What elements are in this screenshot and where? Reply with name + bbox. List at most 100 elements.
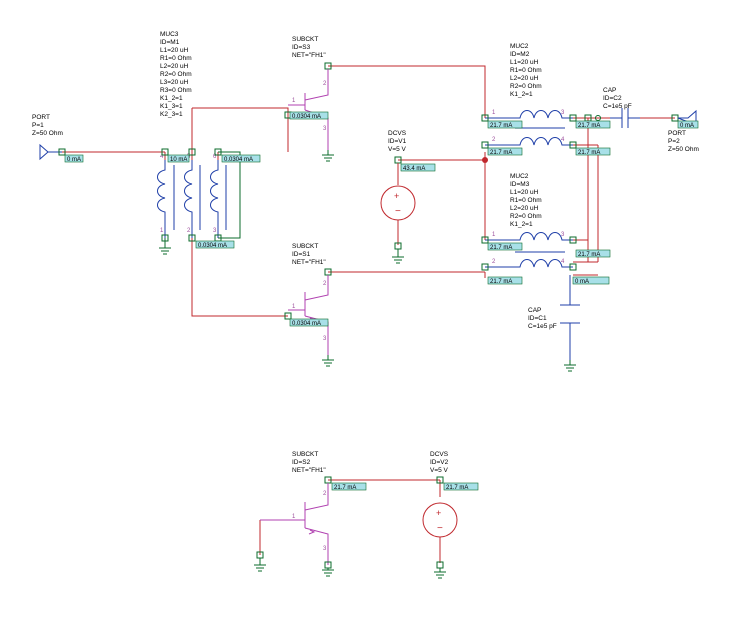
ann-m3-2: 21.7 mA — [490, 279, 512, 285]
port1-line-0: PORT — [32, 114, 50, 121]
m3-line-5: R2=0 Ohm — [510, 213, 542, 220]
v2-line-1: ID=V2 — [430, 459, 449, 466]
muc3-line-1: ID=M1 — [160, 39, 180, 46]
muc3-pin-3: 3 — [213, 228, 217, 234]
port1-line-2: Z=50 Ohm — [32, 130, 63, 137]
v2-minus-icon: − — [437, 523, 443, 534]
port1-line-1: P=1 — [32, 122, 44, 129]
s1-line-0: SUBCKT — [292, 243, 318, 250]
ann-p1: 0 mA — [67, 157, 81, 163]
ann-v2: 21.7 mA — [446, 485, 468, 491]
muc3-pin-2: 2 — [187, 228, 191, 234]
wires — [62, 65, 675, 555]
ann-m3-3: 21.7 mA — [578, 252, 600, 258]
ann-s3: 0.0304 mA — [292, 114, 321, 120]
m3-line-0: MUC2 — [510, 173, 529, 180]
port1-icon — [39, 143, 49, 161]
v2-line-0: DCVS — [430, 451, 449, 458]
ann-v1: 43.4 mA — [403, 166, 425, 172]
v2-plus-icon: + — [436, 508, 441, 518]
c1-line-0: CAP — [528, 307, 541, 314]
m2-pin-3: 3 — [561, 110, 565, 116]
m3-line-4: L2=20 uH — [510, 205, 539, 212]
m2-line-3: R1=0 Ohm — [510, 67, 542, 74]
s1-pin-1: 1 — [292, 304, 296, 310]
port-p2[interactable]: PORT P=2 Z=50 Ohm — [668, 109, 699, 153]
cap-c1[interactable]: CAP ID=C1 C=1e5 pF — [528, 275, 580, 372]
dcvs-v1[interactable]: DCVS ID=V1 V=5 V + − — [380, 130, 416, 264]
m3-line-3: R1=0 Ohm — [510, 197, 542, 204]
m3-pin-3: 3 — [561, 232, 565, 238]
muc3-line-6: L3=20 uH — [160, 79, 189, 86]
muc3-line-0: MUC3 — [160, 31, 179, 38]
dcvs-v2[interactable]: DCVS ID=V2 V=5 V + − — [422, 451, 458, 579]
m2-line-6: K1_2=1 — [510, 91, 533, 98]
ann-m1-bottom: 0.0304 mA — [198, 243, 227, 249]
ann-m2-3: 21.7 mA — [578, 123, 600, 129]
v1-line-0: DCVS — [388, 130, 407, 137]
subckt-s2[interactable]: SUBCKT ID=S2 NET="FH1" 2 1 3 — [254, 451, 334, 577]
v1-line-1: ID=V1 — [388, 138, 407, 145]
ann-m3-1: 21.7 mA — [490, 245, 512, 251]
c1-line-2: C=1e5 pF — [528, 323, 557, 330]
port-p1[interactable]: PORT P=1 Z=50 Ohm — [32, 114, 66, 161]
node-junction-icon — [482, 157, 488, 163]
c1-line-1: ID=C1 — [528, 315, 547, 322]
s3-line-2: NET="FH1" — [292, 52, 326, 59]
s2-line-1: ID=S2 — [292, 459, 311, 466]
muc3-pin-6: 6 — [213, 154, 217, 160]
muc3-block[interactable]: MUC3 ID=M1 L1=20 uH R1=0 Ohm L2=20 uH R2… — [157, 31, 241, 255]
muc3-line-4: L2=20 uH — [160, 63, 189, 70]
s1-line-1: ID=S1 — [292, 251, 311, 258]
ann-m3-4: 0 mA — [575, 279, 589, 285]
s2-pin-3: 3 — [323, 546, 327, 552]
s3-line-0: SUBCKT — [292, 36, 318, 43]
m3-pin-1: 1 — [492, 232, 496, 238]
m3-line-6: K1_2=1 — [510, 221, 533, 228]
m3-pin-4: 4 — [561, 259, 565, 265]
muc2-m2[interactable]: MUC2 ID=M2 L1=20 uH R1=0 Ohm L2=20 uH R2… — [481, 43, 577, 149]
subckt-s3[interactable]: SUBCKT ID=S3 NET="FH1" 2 3 1 — [284, 36, 334, 162]
port2-line-1: P=2 — [668, 138, 680, 145]
m2-pin-2: 2 — [492, 137, 496, 143]
m3-line-2: L1=20 uH — [510, 189, 539, 196]
muc3-pin-4: 4 — [160, 154, 164, 160]
port2-line-0: PORT — [668, 130, 686, 137]
c2-line-1: ID=C2 — [603, 95, 622, 102]
muc3-line-5: R2=0 Ohm — [160, 71, 192, 78]
ann-m2-2: 21.7 mA — [490, 150, 512, 156]
s3-pin-3: 3 — [323, 126, 327, 132]
v2-line-2: V=5 V — [430, 467, 449, 474]
muc3-line-8: K1_2=1 — [160, 95, 183, 102]
muc2-m3[interactable]: MUC2 ID=M3 L1=20 uH R1=0 Ohm L2=20 uH R2… — [481, 173, 577, 271]
ann-s2: 21.7 mA — [334, 485, 356, 491]
v1-plus-icon: + — [394, 191, 399, 201]
m3-line-1: ID=M3 — [510, 181, 530, 188]
muc3-line-7: R3=0 Ohm — [160, 87, 192, 94]
s2-pin-1: 1 — [292, 514, 296, 520]
m2-pin-4: 4 — [561, 137, 565, 143]
m3-pin-2: 2 — [492, 259, 496, 265]
s1-pin-3: 3 — [323, 336, 327, 342]
muc3-line-3: R1=0 Ohm — [160, 55, 192, 62]
s1-pin-2: 2 — [323, 281, 327, 287]
cap-c2[interactable]: CAP ID=C2 C=1e5 pF — [584, 87, 640, 128]
c2-line-0: CAP — [603, 87, 616, 94]
ann-m2-1: 21.7 mA — [490, 123, 512, 129]
s1-line-2: NET="FH1" — [292, 259, 326, 266]
ann-s1: 0.0304 mA — [292, 321, 321, 327]
s3-pin-1: 1 — [292, 98, 296, 104]
subckt-s1[interactable]: SUBCKT ID=S1 NET="FH1" 2 1 3 — [284, 243, 334, 367]
v1-minus-icon: − — [395, 206, 401, 217]
m2-line-1: ID=M2 — [510, 51, 530, 58]
s2-line-2: NET="FH1" — [292, 467, 326, 474]
ann-m2-4: 21.7 mA — [578, 150, 600, 156]
current-annotations: 0 mA 10 mA 0.0304 mA 0.0304 mA 0.0304 mA… — [64, 111, 699, 491]
s3-pin-2: 2 — [323, 81, 327, 87]
s2-line-0: SUBCKT — [292, 451, 318, 458]
c2-line-2: C=1e5 pF — [603, 103, 632, 110]
ann-m1-4: 10 mA — [170, 157, 187, 163]
muc3-pin-1: 1 — [160, 228, 164, 234]
